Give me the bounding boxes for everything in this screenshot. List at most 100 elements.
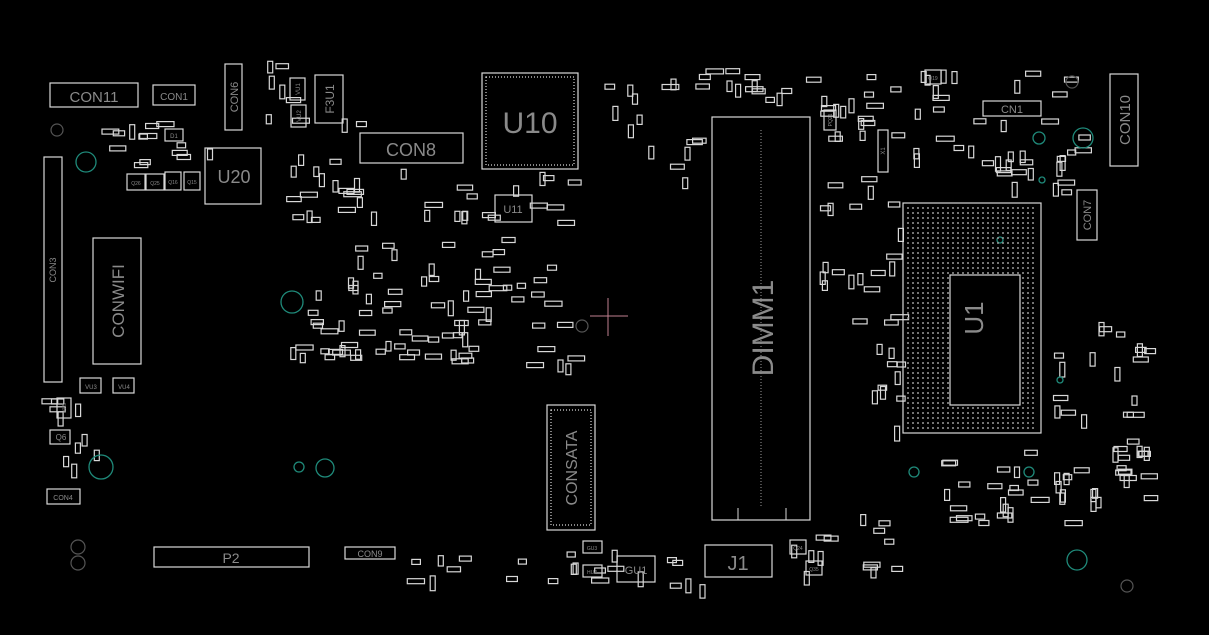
component-pq21[interactable]: PQ21 (823, 109, 837, 131)
bga-ball (937, 382, 939, 384)
bga-ball (972, 272, 974, 274)
component-f3u1[interactable]: F3U1 (314, 74, 344, 124)
component-u10[interactable]: U10 (481, 72, 579, 170)
component-vu5[interactable]: VU5 (56, 397, 72, 419)
component-con4[interactable]: CON4 (46, 488, 81, 505)
bga-ball (917, 422, 919, 424)
bga-ball (1007, 272, 1009, 274)
component-u11[interactable]: U11 (494, 194, 533, 223)
bga-ball (1017, 217, 1019, 219)
component-con7[interactable]: CON7 (1076, 189, 1098, 241)
bga-ball (942, 312, 944, 314)
bga-ball (917, 357, 919, 359)
bga-ball (987, 422, 989, 424)
bga-ball (907, 327, 909, 329)
component-vu1[interactable]: VU1 (289, 77, 306, 101)
bga-ball (977, 217, 979, 219)
passive-component (1064, 519, 1083, 527)
passive-component (870, 269, 886, 277)
bga-ball (962, 272, 964, 274)
bga-ball (1017, 242, 1019, 244)
bga-ball (1002, 252, 1004, 254)
bga-ball (972, 267, 974, 269)
bga-ball (982, 217, 984, 219)
passive-component (506, 575, 519, 583)
bga-ball (937, 372, 939, 374)
component-p2[interactable]: P2 (153, 546, 310, 568)
passive-component (385, 340, 392, 352)
component-x1[interactable]: X1 (877, 129, 889, 173)
component-cn1[interactable]: CN1 (982, 100, 1042, 117)
bga-ball (942, 422, 944, 424)
bga-ball (912, 397, 914, 399)
component-q15[interactable]: Q15 (183, 171, 201, 191)
passive-component (860, 513, 867, 527)
component-q6[interactable]: Q6 (49, 429, 71, 445)
passive-component (387, 288, 403, 295)
passive-component (685, 578, 692, 594)
bga-ball (932, 227, 934, 229)
passive-component (1117, 454, 1131, 461)
component-q24[interactable]: Q24 (789, 539, 807, 555)
component-con3[interactable]: CON3 (43, 156, 63, 383)
component-dimm1[interactable]: DIMM1 (711, 116, 811, 521)
component-con10[interactable]: CON10 (1109, 73, 1139, 167)
bga-ball (1027, 282, 1029, 284)
bga-ball (1032, 237, 1034, 239)
bga-ball (982, 207, 984, 209)
bga-ball (1012, 407, 1014, 409)
bga-ball (932, 402, 934, 404)
component-con6[interactable]: CON6 (224, 63, 243, 131)
passive-component (884, 538, 895, 545)
component-q35[interactable]: Q35 (805, 560, 823, 576)
bga-ball (962, 257, 964, 259)
component-gu1[interactable]: GU1 (616, 555, 656, 583)
component-vu4[interactable]: VU4 (112, 377, 135, 394)
component-con9[interactable]: CON9 (344, 546, 396, 560)
bga-ball (922, 232, 924, 234)
passive-component (332, 180, 339, 193)
component-u1[interactable]: U1 (902, 202, 1042, 434)
bga-ball (1027, 237, 1029, 239)
bga-ball (942, 427, 944, 429)
passive-component (313, 166, 320, 178)
bga-ball (1032, 322, 1034, 324)
component-j1[interactable]: J1 (704, 544, 773, 578)
component-d1[interactable]: D1 (164, 128, 184, 142)
bga-ball (1022, 322, 1024, 324)
bga-ball (957, 232, 959, 234)
passive-component (862, 564, 878, 571)
component-q19[interactable]: Q19 (924, 69, 942, 85)
component-conwifi[interactable]: CONWIFI (92, 237, 142, 365)
passive-component (407, 349, 421, 356)
passive-component (876, 343, 883, 355)
bga-ball (912, 307, 914, 309)
component-consata[interactable]: CONSATA (546, 404, 596, 531)
bga-ball (1022, 342, 1024, 344)
component-vu2[interactable]: VU2 (290, 104, 307, 128)
component-q25[interactable]: Q25 (145, 173, 165, 191)
component-vu3[interactable]: VU3 (79, 377, 102, 394)
passive-component (340, 341, 359, 349)
passive-component (861, 176, 878, 183)
component-con1[interactable]: CON1 (152, 84, 196, 106)
bga-ball (917, 367, 919, 369)
bga-ball (1022, 397, 1024, 399)
component-con8[interactable]: CON8 (359, 132, 464, 164)
component-q16[interactable]: Q16 (164, 171, 182, 191)
passive-component (81, 433, 88, 447)
bga-ball (942, 282, 944, 284)
component-q26[interactable]: Q26 (126, 173, 146, 191)
component-con11[interactable]: CON11 (49, 82, 139, 108)
bga-ball (1027, 412, 1029, 414)
bga-ball (982, 262, 984, 264)
bga-ball (947, 327, 949, 329)
bga-ball (937, 332, 939, 334)
bga-ball (927, 307, 929, 309)
passive-component (570, 563, 577, 576)
bga-ball (962, 267, 964, 269)
component-hu4[interactable]: HU4 (582, 564, 603, 578)
component-gu3[interactable]: GU3 (582, 540, 603, 554)
component-u20[interactable]: U20 (204, 147, 262, 205)
